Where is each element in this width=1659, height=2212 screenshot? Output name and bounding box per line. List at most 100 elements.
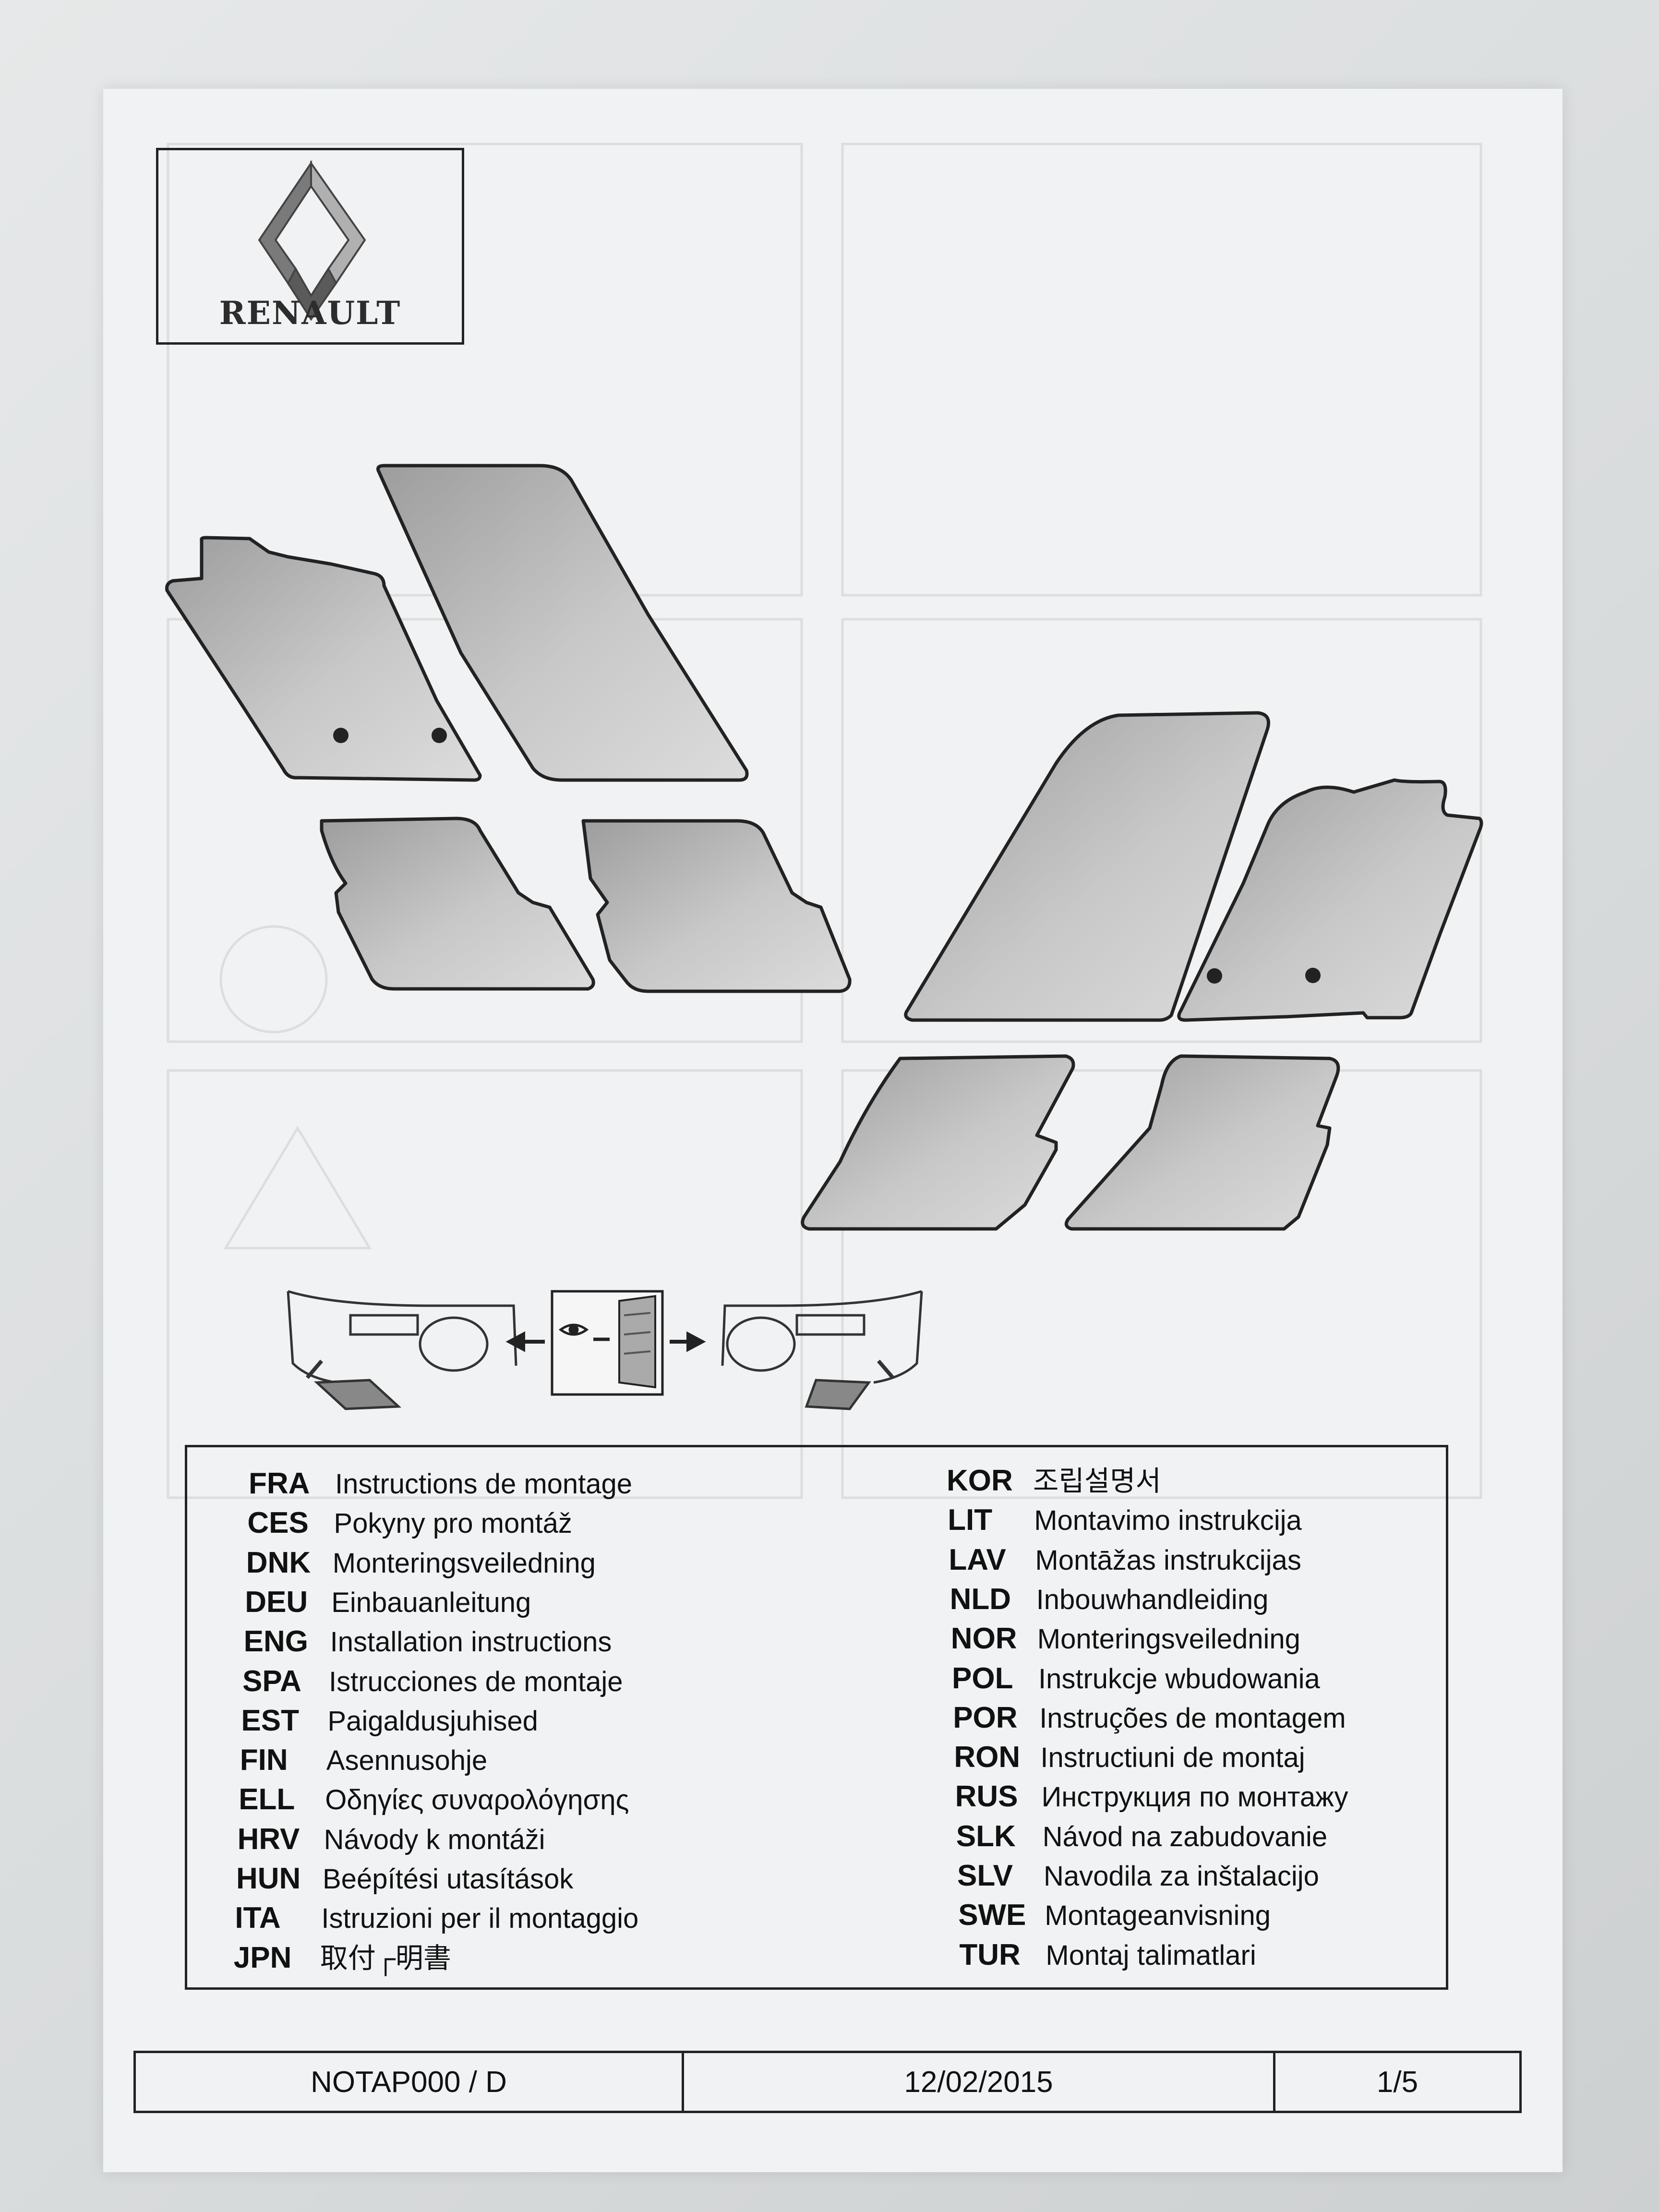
show-through-grid (167, 143, 1482, 1499)
language-title: Montāžas instrukcijas (1035, 1544, 1301, 1576)
language-row: CES Pokyny pro montáž (247, 1506, 572, 1540)
language-row: POR Instruções de montagem (953, 1701, 1346, 1735)
document-date: 12/02/2015 (684, 2053, 1275, 2111)
language-title: 조립설명서 (1033, 1466, 1161, 1497)
language-title: Installation instructions (330, 1626, 612, 1658)
language-code: JPN (233, 1941, 292, 1974)
language-row: SLK Návod na zabudovanie (956, 1820, 1327, 1854)
language-row: POL Instrukcje wbudowania (952, 1662, 1320, 1696)
language-code: CES (247, 1506, 309, 1540)
language-code: EST (241, 1704, 299, 1737)
mat-set-left (165, 464, 852, 993)
language-code: NLD (950, 1582, 1011, 1616)
mat-passenger-right (904, 711, 1270, 1022)
language-title: Montaj talimatlari (1046, 1939, 1256, 1971)
mat-set-right (801, 711, 1483, 1231)
language-title: Pokyny pro montáž (334, 1508, 572, 1539)
language-title: Monteringsveiledning (1037, 1623, 1300, 1655)
language-code: POL (952, 1661, 1013, 1695)
language-title: Instructiuni de montaj (1040, 1742, 1305, 1774)
language-code: SLK (956, 1819, 1016, 1853)
language-row: RON Instructiuni de montaj (954, 1741, 1305, 1775)
language-title: Montavimo instrukcija (1034, 1505, 1302, 1537)
language-code: NOR (950, 1622, 1017, 1656)
language-row: LAV Montāžas instrukcijas (949, 1543, 1301, 1577)
mat-rear-left-2 (581, 819, 852, 993)
document-reference: NOTAP000 / D (136, 2053, 684, 2111)
language-code: LIT (948, 1503, 993, 1537)
renault-diamond-icon (258, 160, 366, 321)
language-row: SPA Istrucciones de montaje (242, 1665, 623, 1699)
language-code: SPA (242, 1664, 301, 1698)
language-title: Οδηγίες συναρολόγησης (325, 1784, 629, 1816)
language-code: DNK (246, 1546, 311, 1579)
language-list (185, 1445, 1448, 1990)
language-title: Montageanvisning (1045, 1900, 1271, 1932)
language-title: Istruzioni per il montaggio (321, 1903, 639, 1935)
language-code: HUN (236, 1862, 301, 1895)
language-row: FRA Instructions de montage (249, 1467, 632, 1501)
language-title: Beépítési utasítások (323, 1863, 574, 1895)
language-code: POR (953, 1701, 1018, 1734)
arrow-left-icon (505, 1331, 545, 1352)
language-title: Asennusohje (326, 1745, 488, 1777)
language-title: Instructions de montage (335, 1468, 633, 1500)
footer-table: NOTAP000 / D 12/02/2015 1/5 (133, 2051, 1522, 2113)
mat-passenger-left (376, 464, 749, 782)
language-row: TUR Montaj talimatlari (959, 1938, 1256, 1972)
language-code: DEU (245, 1585, 308, 1619)
language-title: Istrucciones de montaje (329, 1666, 623, 1697)
language-row: HRV Návody k montáži (238, 1823, 545, 1857)
language-title: Paigaldusjuhised (327, 1705, 538, 1737)
language-row: NOR Monteringsveiledning (951, 1622, 1300, 1656)
language-code: LAV (949, 1543, 1006, 1576)
mat-driver-left (165, 536, 482, 782)
language-row: ELL Οδηγίες συναρολόγησης (239, 1783, 629, 1817)
language-row: ENG Installation instructions (244, 1625, 612, 1659)
language-title: Návod na zabudovanie (1042, 1821, 1328, 1852)
language-code: SWE (958, 1899, 1026, 1932)
language-title: Einbauanleitung (331, 1587, 531, 1618)
mat-rear-right-1 (801, 1054, 1075, 1231)
mat-driver-right (1177, 778, 1483, 1022)
mat-rear-left-1 (320, 817, 595, 991)
rhd-dashboard-icon (721, 1290, 923, 1410)
language-code: SLV (957, 1859, 1013, 1892)
language-title: Inbouwhandleiding (1036, 1584, 1269, 1615)
language-title: Instrukcje wbudowania (1038, 1663, 1320, 1695)
book-icon (618, 1295, 656, 1389)
language-row: DNK Monteringsveiledning (246, 1546, 596, 1580)
language-row: NLD Inbouwhandleiding (950, 1583, 1269, 1617)
mat-rear-right-2 (1064, 1054, 1340, 1231)
language-code: TUR (959, 1938, 1021, 1972)
language-title: Инструкция по монтажу (1041, 1781, 1348, 1813)
eye-icon (558, 1323, 610, 1341)
language-code: ENG (243, 1625, 308, 1659)
language-code: KOR (947, 1464, 1013, 1497)
language-row: SWE Montageanvisning (958, 1899, 1271, 1933)
language-title: Návody k montáži (324, 1824, 545, 1855)
language-code: RUS (955, 1780, 1018, 1814)
language-code: FRA (249, 1467, 310, 1500)
language-row: EST Paigaldusjuhised (241, 1704, 538, 1738)
language-row: DEU Einbauanleitung (245, 1586, 531, 1620)
brand-name: RENAULT (219, 294, 401, 332)
language-title: Monteringsveiledning (332, 1547, 596, 1579)
language-code: ITA (235, 1901, 281, 1935)
language-code: HRV (237, 1822, 300, 1856)
page-number: 1/5 (1376, 2065, 1419, 2099)
language-code: FIN (240, 1743, 288, 1777)
language-row: HUN Beépítési utasítások (236, 1862, 573, 1896)
language-title: Instruções de montagem (1039, 1702, 1346, 1734)
arrow-right-icon (670, 1331, 706, 1352)
language-row: ITA Istruzioni per il montaggio (235, 1901, 638, 1936)
language-row: LIT Montavimo instrukcija (948, 1503, 1302, 1538)
language-code: ELL (239, 1783, 295, 1816)
language-row: FIN Asennusohje (240, 1743, 487, 1778)
language-row: RUS Инструкция по монтажу (955, 1780, 1348, 1814)
language-code: RON (954, 1741, 1021, 1774)
lhd-dashboard-icon (287, 1290, 517, 1410)
